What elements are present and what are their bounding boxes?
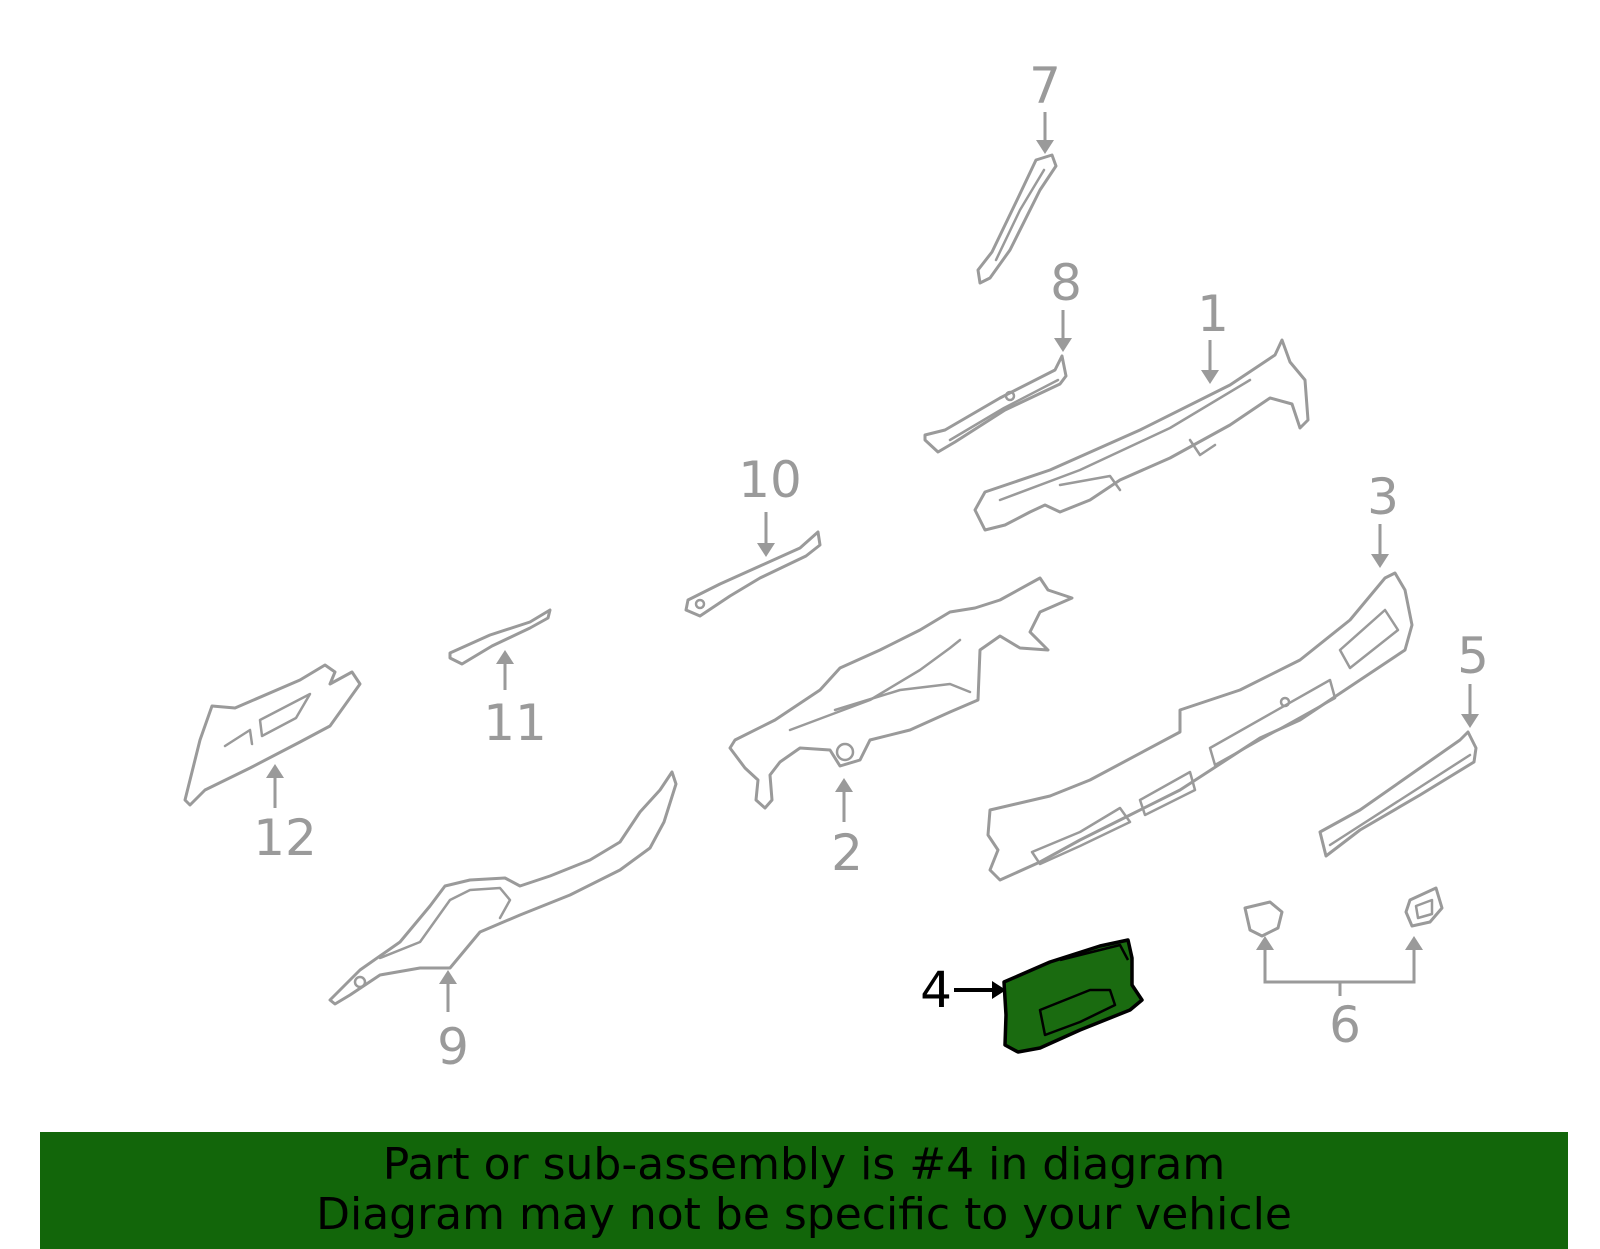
banner-line-2: Diagram may not be specific to your vehi… bbox=[316, 1189, 1292, 1240]
callout-2: 2 bbox=[831, 824, 863, 882]
callout-11: 11 bbox=[483, 694, 547, 752]
part-10 bbox=[684, 530, 822, 618]
callout-4: 4 bbox=[920, 961, 952, 1019]
callout-6: 6 bbox=[1329, 996, 1361, 1054]
info-banner: Part or sub-assembly is #4 in diagram Di… bbox=[40, 1132, 1568, 1249]
part-1 bbox=[973, 338, 1310, 532]
part-8 bbox=[923, 354, 1068, 454]
part-11 bbox=[448, 608, 552, 666]
part-5 bbox=[1318, 730, 1478, 858]
banner-line-1: Part or sub-assembly is #4 in diagram bbox=[382, 1139, 1226, 1190]
part-6 bbox=[1243, 886, 1444, 938]
callout-5: 5 bbox=[1457, 627, 1489, 685]
part-7 bbox=[976, 153, 1058, 285]
callout-9: 9 bbox=[437, 1018, 469, 1076]
callout-3: 3 bbox=[1367, 468, 1399, 526]
part-3 bbox=[986, 571, 1414, 882]
part-9 bbox=[328, 770, 678, 1006]
callout-10: 10 bbox=[738, 451, 802, 509]
callout-8: 8 bbox=[1050, 254, 1082, 312]
callout-1: 1 bbox=[1197, 285, 1229, 343]
callout-7: 7 bbox=[1029, 57, 1061, 115]
callout-12: 12 bbox=[253, 809, 317, 867]
part-12 bbox=[183, 663, 362, 807]
part-4-highlighted bbox=[1002, 938, 1144, 1054]
parts-diagram: 7 8 1 10 3 11 bbox=[183, 57, 1489, 1076]
part-2 bbox=[728, 576, 1074, 810]
